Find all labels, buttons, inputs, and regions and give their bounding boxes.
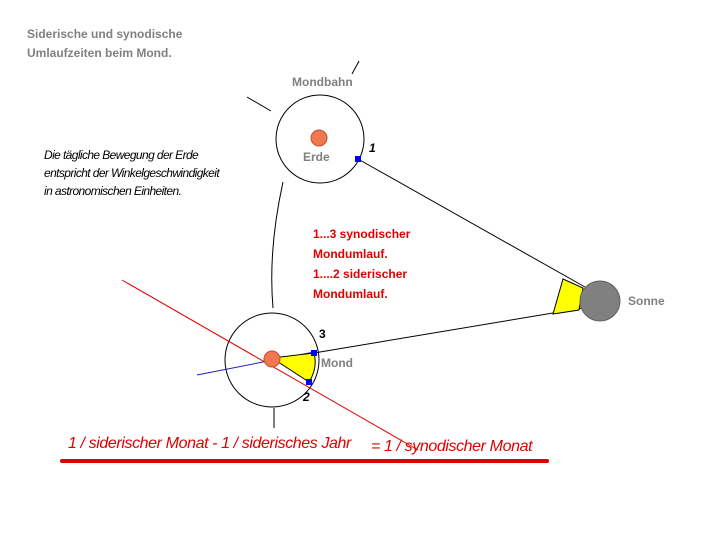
orbit-explanation: 1...3 synodischer Mondumlauf. 1....2 sid… [313, 224, 410, 304]
note-line-2: entspricht der Winkelgeschwindigkeit [44, 166, 220, 180]
note-line-3: in astronomischen Einheiten. [44, 184, 182, 198]
label-erde: Erde [303, 150, 330, 164]
marker-point2 [306, 379, 312, 385]
earth-top [310, 129, 328, 147]
earth-path-arc [271, 181, 284, 309]
label-point-2: 2 [303, 390, 310, 404]
red-line-1: 1...3 synodischer [313, 227, 411, 241]
tick-top-right [351, 60, 360, 75]
line-point1-sun [357, 158, 586, 288]
title-line-1: Siderische und synodische [27, 27, 183, 41]
line-mond-sun [313, 307, 584, 354]
explanation-note: Die tägliche Bewegung der Erde entsprich… [44, 146, 220, 200]
sun [579, 280, 621, 322]
red-line-4: Mondumlauf. [313, 287, 388, 301]
label-sonne: Sonne [628, 294, 665, 308]
sun-angle-wedge [552, 278, 584, 315]
earth-moon-orbit-bottom [224, 312, 320, 408]
formula-left: 1 / siderischer Monat - 1 / siderisches … [68, 435, 351, 452]
label-point-3: 3 [319, 327, 326, 341]
label-mond: Mond [321, 356, 353, 370]
red-line-2: Mondumlauf. [313, 247, 388, 261]
label-point-1: 1 [369, 141, 376, 155]
earth-moon-orbit-top [275, 94, 365, 184]
tick-top-left [246, 96, 272, 112]
note-line-1: Die tägliche Bewegung der Erde [44, 148, 199, 162]
title-line-2: Umlaufzeiten beim Mond. [27, 46, 172, 60]
label-mondbahn: Mondbahn [292, 75, 353, 89]
marker-point1 [355, 156, 361, 162]
earth-bottom [263, 350, 281, 368]
marker-point3 [311, 350, 317, 356]
formula-right: = 1 / synodischer Monat [371, 438, 533, 455]
diagram-title: Siderische und synodische Umlaufzeiten b… [27, 25, 182, 63]
red-line-3: 1....2 siderischer [313, 267, 408, 281]
